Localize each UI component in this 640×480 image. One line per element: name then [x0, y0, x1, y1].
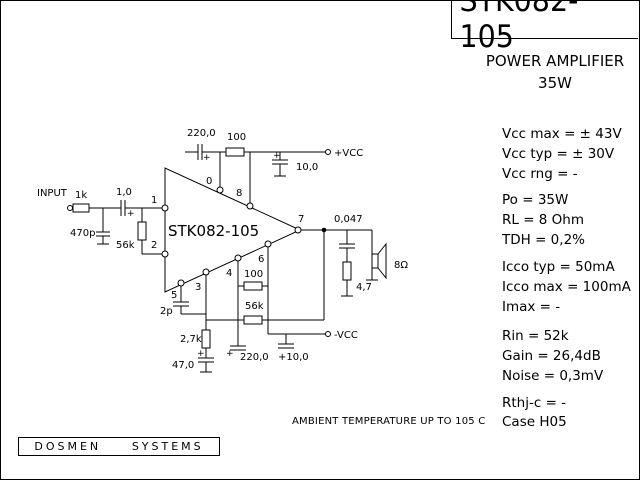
- pin-1: [161, 204, 169, 212]
- resistor-56k-fb: [243, 315, 263, 325]
- pin-3: [202, 268, 210, 276]
- pin-4-label: 4: [226, 268, 232, 279]
- ambient-note: AMBIENT TEMPERATURE UP TO 105 C: [292, 416, 486, 427]
- input-label: INPUT: [37, 188, 68, 199]
- spec-rl: RL = 8 Ohm: [502, 212, 585, 228]
- label-c-10-bot: +10,0: [278, 352, 309, 363]
- logo-right: SYSTEMS: [131, 440, 204, 453]
- speaker-body: [371, 253, 379, 269]
- label-r-100-bot: 100: [244, 269, 263, 280]
- pin-0-label: 0: [206, 176, 212, 187]
- pin-6: [264, 240, 272, 248]
- title-box: STK082-105: [451, 0, 638, 55]
- resistor-100-bot: [243, 281, 263, 291]
- pin-3-label: 3: [195, 282, 201, 293]
- vcc-neg-terminal: [325, 331, 331, 337]
- pin-5: [177, 279, 185, 287]
- chip-label: STK082-105: [168, 222, 259, 240]
- spec-po: Po = 35W: [502, 192, 569, 208]
- label-c-0047: 0,047: [334, 214, 363, 225]
- pin-0: [216, 186, 224, 194]
- resistor-2-7k: [201, 329, 211, 349]
- label-speaker: 8Ω: [394, 260, 408, 271]
- input-terminal: [67, 205, 73, 211]
- plus-sign: +: [226, 349, 234, 359]
- pin-8-label: 8: [236, 188, 242, 199]
- vcc-pos-label: +VCC: [334, 148, 363, 159]
- logo-left: DOSMEN: [34, 440, 102, 453]
- label-56k-in: 56k: [116, 240, 135, 251]
- pin-7-label: 7: [298, 214, 304, 225]
- pin-2-label: 2: [151, 240, 157, 251]
- pin-1-label: 1: [151, 195, 157, 206]
- pin-2: [161, 250, 169, 258]
- plus-sign: +: [127, 209, 135, 219]
- resistor-56k-in: [137, 221, 147, 241]
- pin-7: [294, 226, 302, 234]
- vcc-pos-terminal: [325, 149, 331, 155]
- label-c-47: 47,0: [172, 360, 194, 371]
- spec-case: Case H05: [502, 414, 567, 430]
- spec-vcc-max: Vcc max = ± 43V: [502, 126, 622, 142]
- label-r-47: 4,7: [356, 282, 372, 293]
- resistor-4-7: [342, 261, 352, 281]
- spec-vcc-rng: Vcc rng = -: [502, 166, 578, 182]
- label-c-220-bot: 220,0: [240, 352, 269, 363]
- spec-icco-typ: Icco typ = 50mA: [502, 259, 615, 275]
- label-c-in: 1,0: [116, 187, 132, 198]
- spec-rin: Rin = 52k: [502, 328, 569, 344]
- spec-tdh: TDH = 0,2%: [502, 232, 585, 248]
- pin-4: [234, 254, 242, 262]
- label-c-2p: 2p: [160, 306, 173, 317]
- plus-sign: +: [197, 349, 205, 359]
- subtitle-line2: 35W: [538, 74, 572, 92]
- speaker-cone: [377, 242, 387, 280]
- pin-8: [246, 202, 254, 210]
- label-r-100-top: 100: [227, 132, 246, 143]
- resistor-1k: [72, 203, 90, 213]
- plus-sign: +: [203, 153, 211, 163]
- label-c-10-top: 10,0: [296, 162, 318, 173]
- spec-vcc-typ: Vcc typ = ± 30V: [502, 146, 615, 162]
- page-title: STK082-105: [459, 0, 579, 55]
- label-r-27k: 2,7k: [180, 334, 202, 345]
- label-c-220-top: 220,0: [187, 128, 216, 139]
- spec-gain: Gain = 26,4dB: [502, 348, 601, 364]
- label-r-56k-fb: 56k: [245, 301, 264, 312]
- label-470p: 470p: [70, 228, 95, 239]
- plus-sign: +: [273, 151, 281, 161]
- resistor-100-top: [225, 147, 245, 157]
- company-logo: DOSMEN SYSTEMS: [18, 437, 220, 456]
- subtitle-line1: POWER AMPLIFIER: [485, 52, 625, 70]
- amplifier-triangle: [164, 167, 302, 293]
- vcc-neg-label: -VCC: [334, 330, 358, 341]
- spec-noise: Noise = 0,3mV: [502, 368, 604, 384]
- pin-5-label: 5: [171, 290, 177, 301]
- spec-icco-max: Icco max = 100mA: [502, 279, 631, 295]
- spec-rthj: Rthj-c = -: [502, 395, 567, 411]
- label-r-in: 1k: [75, 190, 87, 201]
- spec-imax: Imax = -: [502, 299, 561, 315]
- pin-6-label: 6: [258, 254, 264, 265]
